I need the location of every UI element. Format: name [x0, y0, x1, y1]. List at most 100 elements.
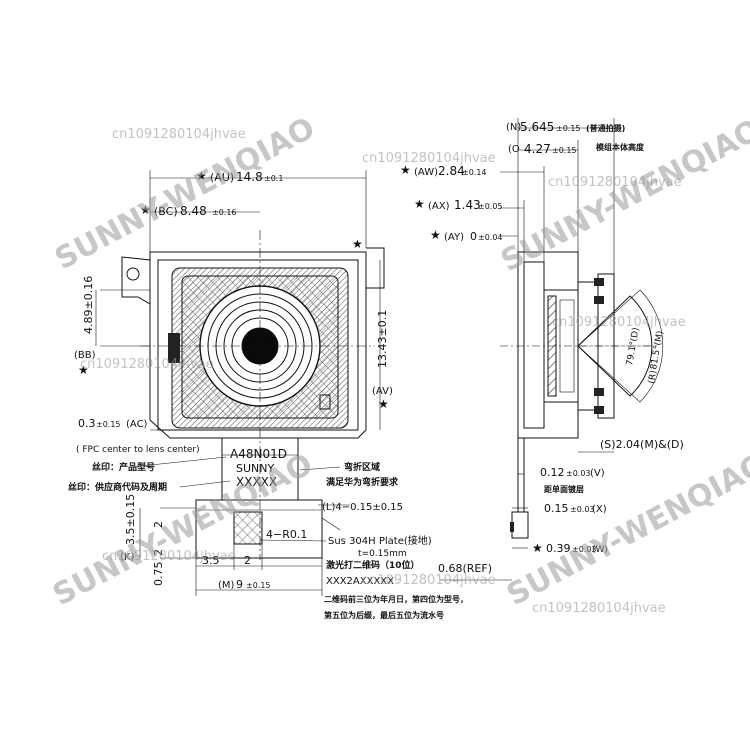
fpc-neck: [221, 438, 299, 500]
module-inner-frame: [157, 259, 359, 431]
label-supplier-cn: 丝印：供应商代码及周期: [68, 481, 167, 493]
star-av: ★: [378, 397, 389, 411]
left-tab-hole: [126, 267, 140, 281]
dim-k-value: 3.5±0.15: [124, 494, 137, 545]
dim-ax-value: 1.43: [454, 198, 481, 212]
star-aw: ★: [400, 163, 411, 177]
side-component: [168, 333, 180, 363]
dim-s: (S)2.04(M)&(D): [600, 438, 684, 451]
dim-x-value: 0.15: [544, 502, 569, 515]
bend-req-cn: 满足华为弯折要求: [326, 476, 399, 488]
dim-ay-tag: (AY): [444, 232, 464, 243]
watermark-id-5: cn1091280104jhvae: [552, 315, 686, 330]
watermark-brand-4: SUNNY-WENQIAO: [501, 447, 750, 613]
dim-w-tol: ±0.03: [572, 545, 597, 554]
dim-w-tag: (W): [592, 545, 608, 555]
left-mounting-tab: [121, 256, 151, 305]
dim-o-tag: (O: [508, 144, 520, 155]
dim-o-note: 模组本体高度: [596, 142, 645, 152]
dim-x-tag: (X): [592, 504, 607, 515]
qr-desc-2: 第五位为后缀，最后五位为流水号: [324, 610, 444, 620]
star-ay: ★: [430, 228, 441, 242]
star-bb: ★: [78, 363, 89, 377]
right-annotations: (N) 5.645 ±0.15 (普通拍摄) (O 4.27 ±0.15 模组本…: [400, 120, 684, 575]
watermark-id-7: cn1091280104jhvae: [362, 573, 496, 588]
dim-2c: 2: [244, 554, 251, 567]
dim-m-tol: ±0.15: [246, 581, 271, 590]
t-note: t=0.15mm: [358, 549, 407, 559]
fpc-note: ( FPC center to lens center): [76, 445, 200, 455]
dim-k-tag: (K): [120, 552, 134, 563]
dim-v-note: 距单面镀层: [544, 484, 584, 494]
dim-bb-tag: (BB): [74, 350, 96, 361]
dim-35: 3.5: [202, 554, 220, 567]
dim-2a: 2: [152, 521, 165, 528]
fpc-end: [511, 511, 529, 539]
dim-m-tag: (M): [218, 580, 235, 591]
dim-aw-tag: (AW): [414, 167, 438, 178]
dim-bb-value: 4.89±0.16: [82, 276, 95, 334]
dim-bc-tag: (BC): [154, 205, 178, 218]
dim-bc-tol: ±0.16: [212, 208, 237, 217]
radius-note: 4−R0.1: [266, 528, 307, 541]
angle-d: 79.1°(D): [625, 327, 642, 367]
dim-l: (L)4−0.15±0.15: [322, 502, 403, 513]
label-model-cn: 丝印：产品型号: [92, 461, 155, 473]
dim-o-value: 4.27: [524, 142, 551, 156]
star-au: ★: [196, 169, 207, 183]
watermark-brand-2: SUNNY-WENQIAO: [495, 113, 750, 279]
dim-ay-value: 0: [470, 230, 477, 243]
camera-module-top-view: [121, 230, 385, 560]
angle-r-tag: (R): [647, 370, 659, 385]
star-tab: ★: [352, 237, 363, 251]
left-dimension-lines: [95, 170, 381, 596]
stiffener-plate: [195, 499, 323, 559]
dim-2b: 2: [152, 549, 165, 556]
watermark-id-2: cn1091280104jhvae: [362, 151, 496, 166]
dim-ac-tag: (AC): [126, 419, 148, 430]
dim-ac-value: 0.3: [78, 417, 96, 430]
silk-code: XXXXX: [236, 475, 277, 489]
dim-ay-tol: ±0.04: [478, 233, 503, 242]
watermark-id-3: cn1091280104jhvae: [548, 175, 682, 190]
left-annotations: ★ (AU) 14.8 ±0.1 ★ (BC) 8.48 ±0.16 ★ 4.8…: [68, 169, 468, 620]
dim-n-value: 5.645: [520, 120, 554, 134]
dim-x-tol: ±0.03: [570, 505, 595, 514]
silk-brand: SUNNY: [236, 462, 274, 475]
sus-note: Sus 304H Plate(接地): [328, 534, 432, 547]
dim-au-tol: ±0.1: [264, 174, 283, 183]
laser-code: XXX2AXXXXX: [326, 576, 394, 587]
dim-v-value: 0.12: [540, 466, 565, 479]
dim-ax-tag: (AX): [428, 201, 450, 212]
star-w: ★: [532, 541, 543, 555]
dim-ax-tol: ±0.05: [478, 202, 503, 211]
dim-n-tag: (N): [506, 122, 521, 133]
watermark-id-4: cn1091280104jhvae: [80, 357, 214, 372]
dim-au-tag: (AU): [210, 171, 234, 184]
camera-module-side-view: [500, 251, 664, 539]
dim-m-value: 9: [236, 578, 243, 591]
qr-code-area: [233, 511, 263, 545]
dim-v-tol: ±0.03: [566, 469, 591, 478]
dim-075: 0.75: [152, 562, 165, 587]
dim-ref: 0.68(REF): [438, 562, 492, 575]
watermark-id-8: cn1091280104jhvae: [532, 601, 666, 616]
watermark-id-1: cn1091280104jhvae: [112, 127, 246, 142]
silk-model: A48N01D: [230, 447, 287, 461]
dim-o-tol: ±0.15: [552, 146, 577, 155]
dim-v-tag: (V): [590, 468, 605, 479]
corner-marker: [319, 394, 331, 410]
dim-au-value: 14.8: [236, 170, 263, 184]
star-ax: ★: [414, 197, 425, 211]
dim-av-value: 13.43±0.1: [376, 310, 389, 368]
dim-aw-value: 2.84: [438, 164, 465, 178]
dim-aw-tol: ±0.14: [462, 168, 487, 177]
dim-ac-tol: ±0.15: [96, 420, 121, 429]
right-mounting-tab: [366, 247, 385, 289]
dim-bc-value: 8.48: [180, 204, 207, 218]
star-bc: ★: [140, 203, 151, 217]
dim-n-note: (普通拍摄): [586, 123, 625, 133]
right-dimension-lines: [440, 118, 615, 581]
dim-n-tol: ±0.15: [556, 124, 581, 133]
